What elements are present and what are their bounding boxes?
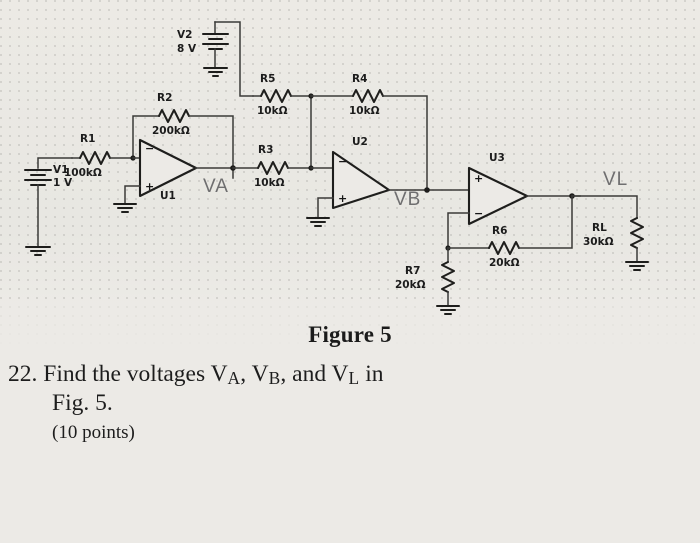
label-r3-value: 10kΩ — [254, 177, 285, 189]
u3-pin-noninverting: + — [474, 172, 483, 185]
label-r5-value: 10kΩ — [257, 105, 288, 117]
label-r4-value: 10kΩ — [349, 105, 380, 117]
resistor-r3: R3 10kΩ — [232, 144, 312, 189]
label-r6-value: 20kΩ — [489, 257, 520, 269]
subscript-b: B — [268, 369, 281, 389]
question-line-2: Fig. 5. — [52, 390, 113, 417]
u2-pin-inverting: − — [338, 155, 347, 168]
resistor-r5: R5 10kΩ — [252, 73, 312, 117]
label-r1-value: 100kΩ — [64, 167, 102, 179]
resistor-r2: R2 200kΩ — [130, 92, 234, 179]
label-r3-ref: R3 — [258, 144, 273, 156]
subscript-a: A — [227, 369, 241, 389]
label-r5-ref: R5 — [260, 73, 275, 85]
u1-pin-noninverting: + — [145, 180, 154, 193]
label-r1-ref: R1 — [80, 133, 95, 145]
label-r6-ref: R6 — [492, 225, 507, 237]
label-r7-value: 20kΩ — [395, 279, 426, 291]
source-v1: V1 1 V — [24, 157, 73, 256]
question-text-mid2: , and V — [280, 361, 349, 387]
resistor-r7: R7 20kΩ — [395, 247, 460, 315]
opamp-u3: + − U3 — [445, 152, 581, 251]
resistor-r4: R4 10kΩ — [310, 73, 428, 191]
node-label-va: VA — [203, 176, 229, 197]
label-u1-ref: U1 — [160, 190, 176, 202]
label-r2-value: 200kΩ — [152, 125, 190, 137]
label-v2-ref: V2 — [177, 29, 192, 41]
question-points: (10 points) — [52, 421, 135, 443]
ground-v1 — [25, 246, 51, 256]
label-rl-value: 30kΩ — [583, 236, 614, 248]
label-u3-ref: U3 — [489, 152, 505, 164]
figure-caption: Figure 5 — [308, 322, 392, 347]
ground-v2 — [203, 67, 228, 77]
label-r7-ref: R7 — [405, 265, 420, 277]
node-label-vb: VB — [394, 189, 421, 210]
opamp-u2: − + U2 — [306, 136, 470, 227]
ground-r7 — [436, 305, 460, 315]
resistor-r6: R6 20kΩ — [447, 195, 573, 269]
circuit-schematic: V1 1 V R1 100kΩ R2 200kΩ V2 8 V — [24, 21, 649, 315]
label-r4-ref: R4 — [352, 73, 367, 85]
label-v1-value: 1 V — [53, 177, 73, 189]
opamp-u1: − + U1 — [113, 138, 236, 213]
resistor-r1: R1 100kΩ — [64, 133, 134, 179]
node-label-vl: VL — [603, 169, 628, 190]
node-u2-inverting — [308, 93, 334, 171]
u1-pin-inverting: − — [145, 142, 154, 155]
question-block: 22. Find the voltages VA, VB, and VL in … — [8, 360, 668, 444]
question-text-pre: Find the voltages V — [43, 361, 228, 387]
label-r2-ref: R2 — [157, 92, 172, 104]
question-number: 22. — [8, 361, 38, 387]
ground-rl — [625, 261, 649, 271]
label-v1-ref: V1 — [53, 164, 68, 176]
subscript-l: L — [348, 369, 360, 389]
label-u2-ref: U2 — [352, 136, 368, 148]
label-rl-ref: RL — [592, 222, 607, 234]
resistor-rl: RL 30kΩ — [571, 195, 649, 271]
question-text-post: in — [359, 361, 384, 387]
question-text-mid: , V — [240, 361, 269, 387]
ground-u1 — [113, 203, 137, 213]
u2-pin-noninverting: + — [338, 192, 347, 205]
ground-u2 — [306, 217, 330, 227]
u3-pin-inverting: − — [474, 207, 483, 220]
source-v2: V2 8 V — [177, 21, 254, 97]
label-v2-value: 8 V — [177, 43, 197, 55]
